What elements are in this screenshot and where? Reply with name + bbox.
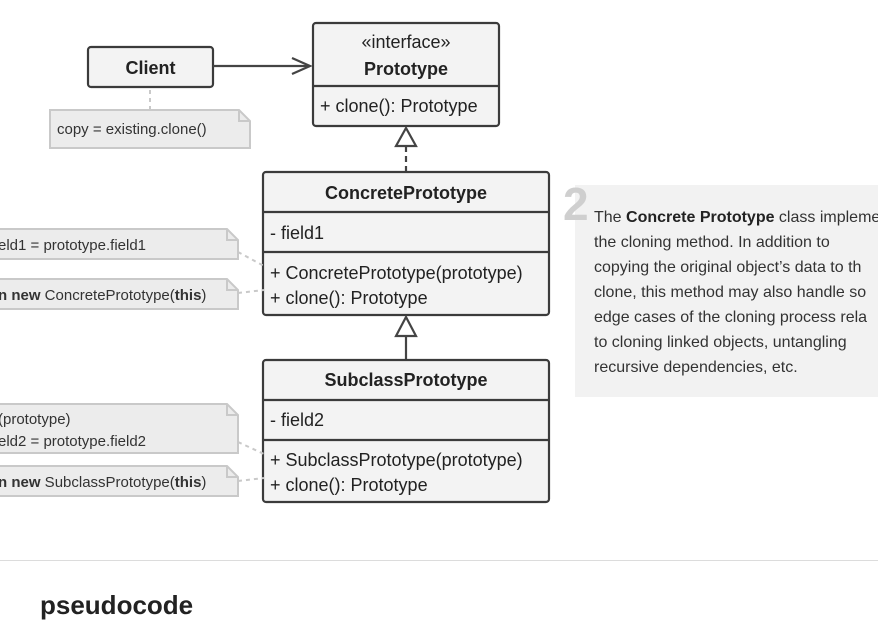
callout-number: 2 (563, 178, 589, 230)
concrete-prototype-ctor: + ConcretePrototype(prototype) (270, 263, 523, 283)
callout-line: the cloning method. In addition to (594, 234, 830, 251)
callout-line: copying the original object’s data to th (594, 259, 862, 276)
subclass-prototype-box (261, 358, 551, 504)
callout-line: to cloning linked objects, untangling (594, 334, 847, 351)
callout-line: edge cases of the cloning process rela (594, 309, 868, 326)
prototype-title: Prototype (364, 59, 448, 79)
inheritance-arrow (394, 314, 418, 360)
client-title: Client (125, 58, 175, 78)
concrete-ctor-note: eld1 = prototype.field1 (0, 228, 265, 267)
subclass-prototype-field: - field2 (270, 410, 324, 430)
subclass-clone-note: n new SubclassPrototype(this) (0, 465, 265, 497)
prototype-interface: «interface» Prototype + clone(): Prototy… (311, 21, 501, 128)
concrete-prototype-field: - field1 (270, 223, 324, 243)
subclass-clone-note-text: n new SubclassPrototype(this) (0, 474, 206, 491)
prototype-stereotype: «interface» (361, 32, 450, 52)
concrete-prototype-method: + clone(): Prototype (270, 288, 428, 308)
subclass-ctor-note-line2: eld2 = prototype.field2 (0, 433, 146, 450)
callout-line: clone, this method may also handle so (594, 284, 867, 301)
section-heading: pseudocode (40, 590, 194, 620)
concrete-clone-note-text: n new ConcretePrototype(this) (0, 287, 206, 304)
client-note-text: copy = existing.clone() (57, 121, 207, 138)
realization-arrow (394, 125, 418, 172)
subclass-prototype-title: SubclassPrototype (324, 370, 487, 390)
subclass-prototype-class: SubclassPrototype - field2 + SubclassPro… (261, 358, 551, 504)
concrete-prototype-class: ConcretePrototype - field1 + ConcretePro… (261, 170, 551, 317)
client-to-prototype-arrow (213, 56, 313, 76)
callout-line: The Concrete Prototype class impleme (594, 209, 878, 226)
callout-line: recursive dependencies, etc. (594, 359, 798, 376)
section-divider (0, 560, 878, 561)
prototype-method: + clone(): Prototype (320, 96, 478, 116)
subclass-ctor-note-line1: (prototype) (0, 411, 71, 428)
callout-panel: 2 The Concrete Prototype class impleme t… (563, 181, 878, 397)
client-class: Client (86, 45, 215, 89)
client-note: copy = existing.clone() (49, 90, 251, 149)
concrete-ctor-note-text: eld1 = prototype.field1 (0, 237, 146, 254)
concrete-clone-note: n new ConcretePrototype(this) (0, 278, 265, 310)
subclass-prototype-ctor: + SubclassPrototype(prototype) (270, 450, 523, 470)
subclass-ctor-note: (prototype) eld2 = prototype.field2 (0, 403, 265, 455)
subclass-prototype-method: + clone(): Prototype (270, 475, 428, 495)
concrete-prototype-title: ConcretePrototype (325, 183, 487, 203)
callout-text: The Concrete Prototype class impleme the… (594, 205, 878, 380)
uml-class-diagram: Client copy = existing.clone() «interfac… (0, 21, 551, 504)
